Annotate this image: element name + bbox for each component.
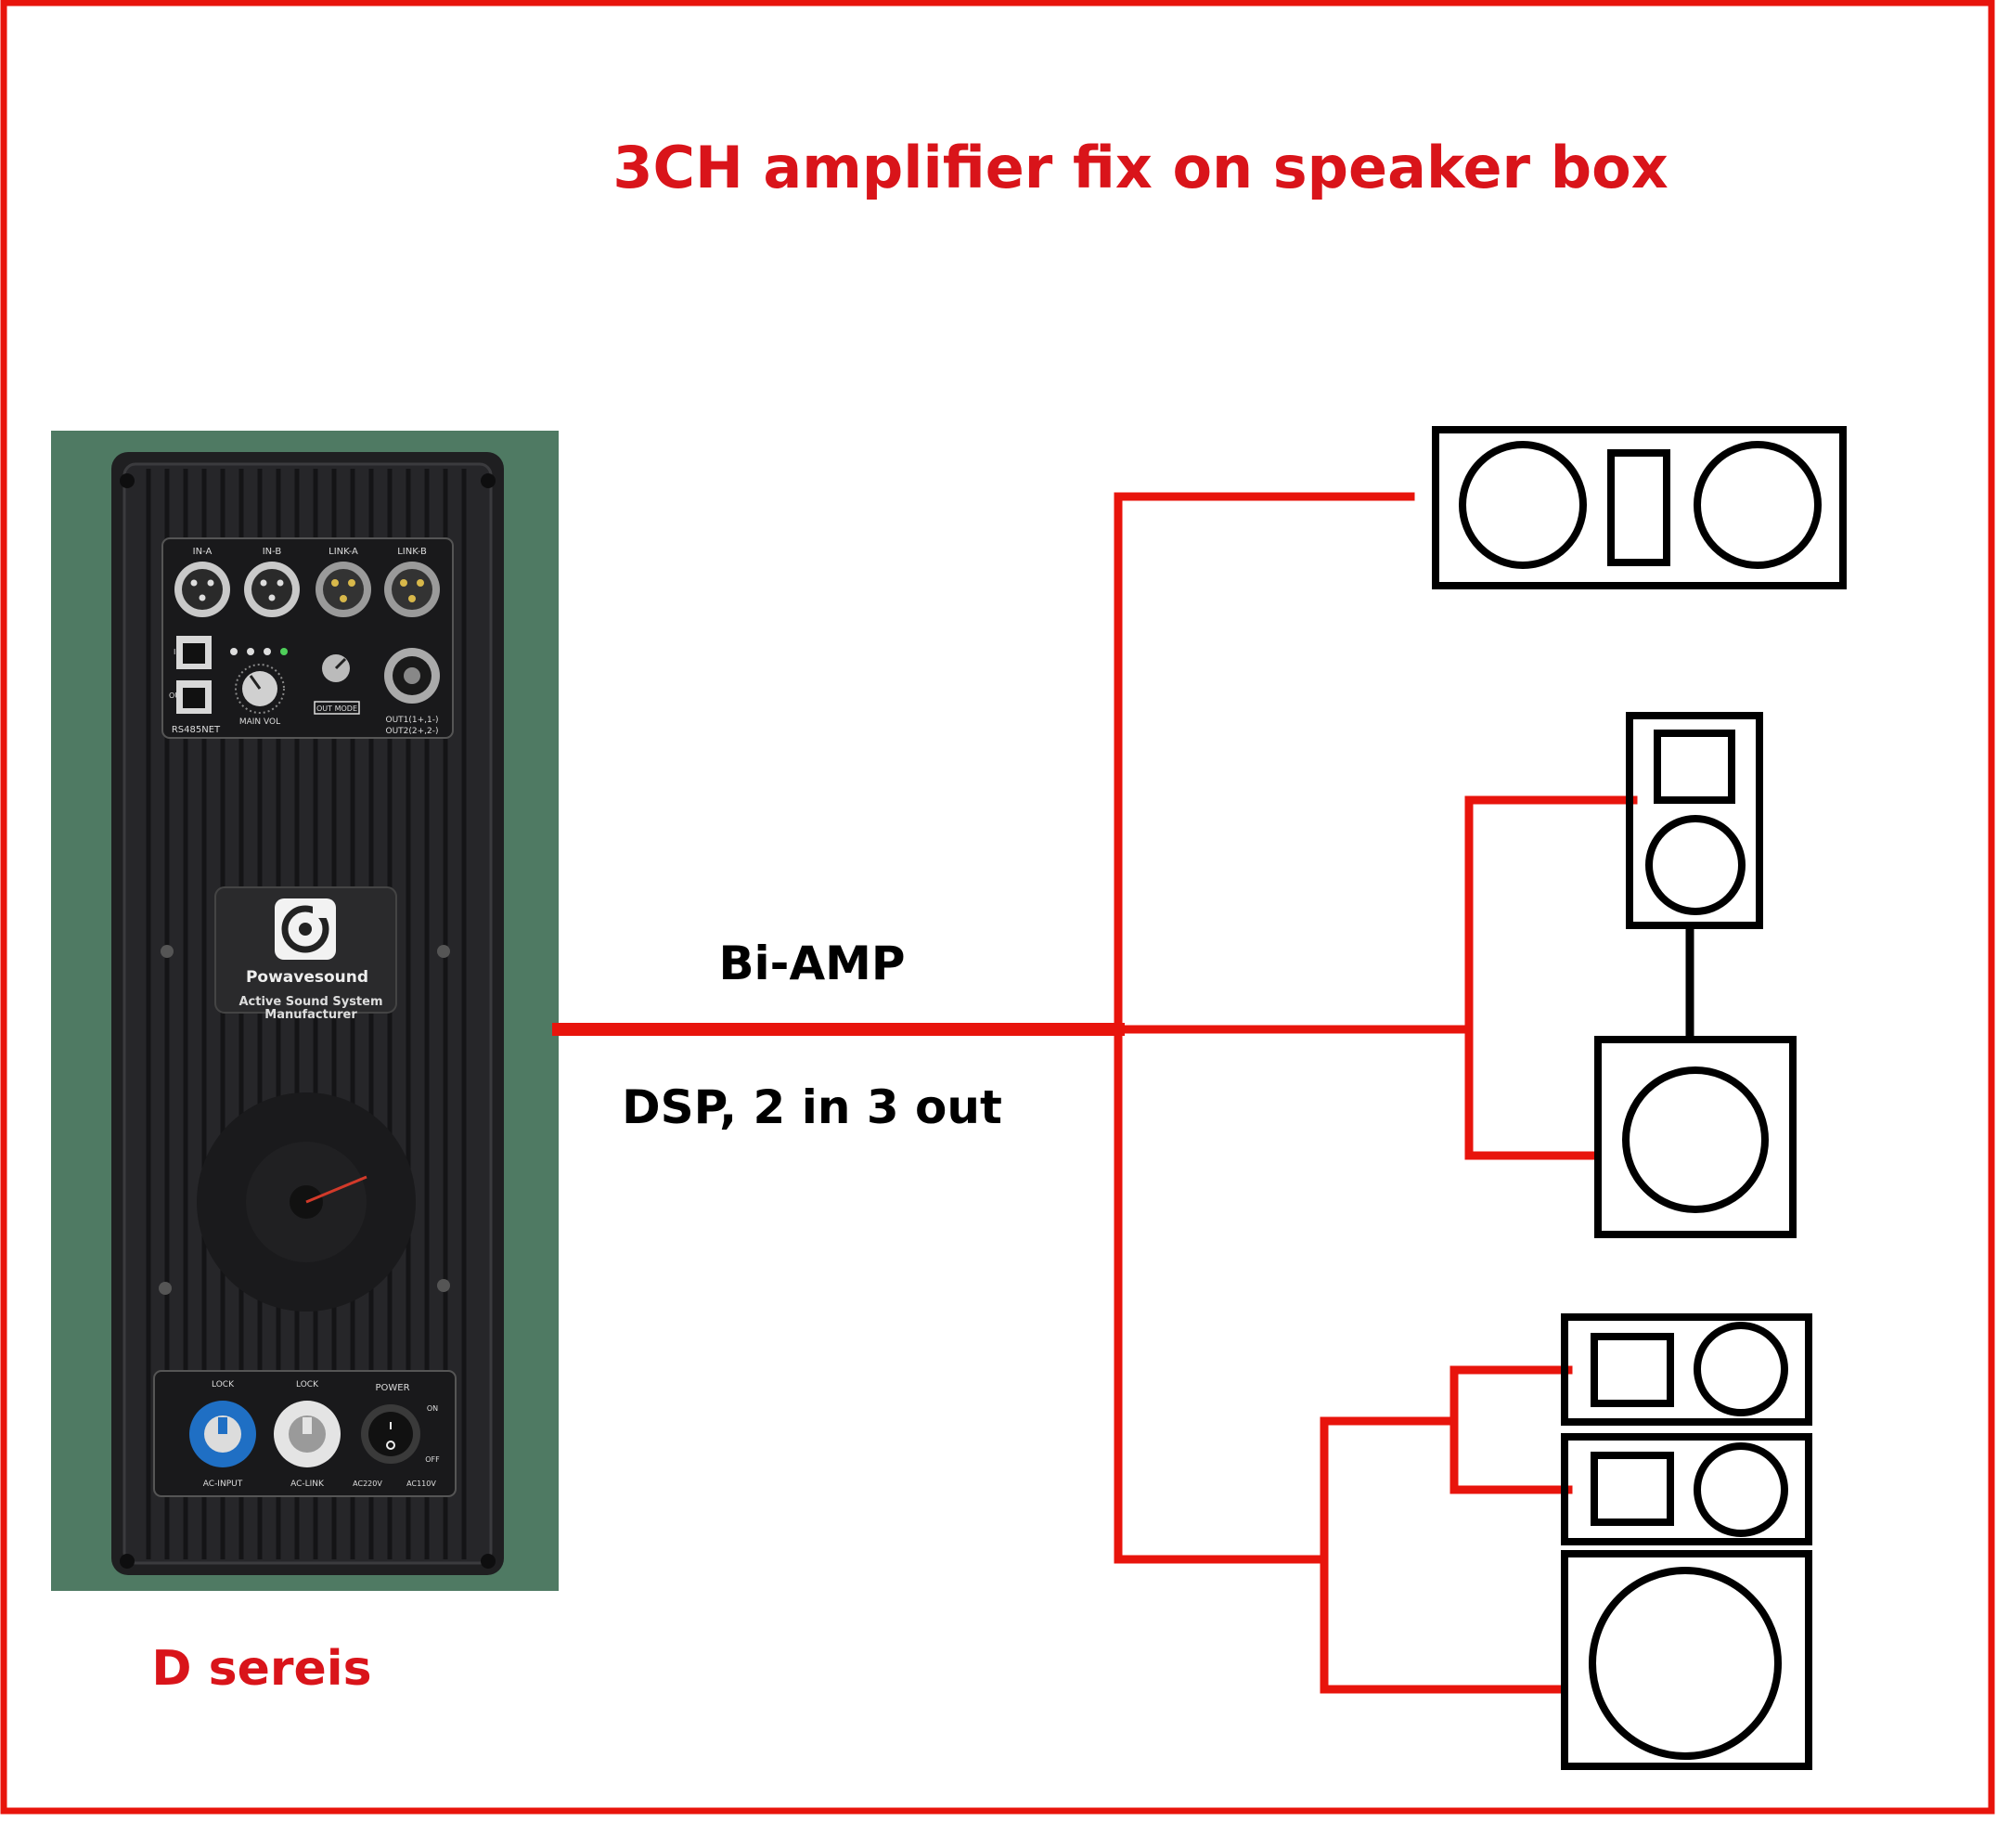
power-label: POWER (375, 1383, 409, 1393)
main-volume-knob-icon (235, 664, 285, 714)
speaker-stack-middle-icon (1561, 1433, 1812, 1545)
screw (437, 1279, 450, 1292)
xlr-link-b-icon (384, 562, 440, 617)
subwoofer-cabinet-icon (1594, 1036, 1797, 1238)
screw (161, 945, 174, 958)
in-a-label: IN-A (193, 547, 213, 557)
main-vol-label: MAIN VOL (239, 717, 280, 727)
speaker-top-cabinet-icon (1626, 712, 1763, 929)
powavesound-logo-icon (275, 898, 336, 960)
led-indicator (230, 648, 238, 655)
led-indicator (247, 648, 254, 655)
led-indicator (280, 648, 288, 655)
rs485-label: RS485NET (172, 725, 221, 735)
speaker-horizontal-two-woofer-icon (1432, 426, 1847, 589)
speakon-label-2: OUT2(2+,2-) (385, 727, 438, 736)
ac220-label: AC220V (353, 1480, 382, 1488)
series-label: D sereis (151, 1641, 371, 1697)
out-mode-selector-icon (322, 654, 350, 682)
speaker-stack-sub-icon (1561, 1550, 1812, 1770)
power-switch-icon (361, 1404, 420, 1464)
xlr-link-a-icon (316, 562, 371, 617)
speakon-output-icon (384, 648, 440, 704)
xlr-in-b-icon (244, 562, 300, 617)
brand-tagline-2: Manufacturer (264, 1008, 357, 1022)
brand-tagline-1: Active Sound System (238, 995, 382, 1009)
mount-hole (481, 1554, 496, 1569)
ac-link-label: AC-LINK (290, 1480, 325, 1489)
ac-input-label: AC-INPUT (203, 1480, 243, 1489)
out-mode-box (314, 701, 360, 715)
amplifier-photo: IN-A IN-B LINK-A LINK-B IN OUT RS485 (51, 431, 559, 1591)
brand-name: Powavesound (246, 968, 368, 987)
cooling-fan-icon (197, 1092, 416, 1312)
lock-label-1: LOCK (212, 1380, 235, 1389)
powercon-input-icon (189, 1401, 256, 1467)
on-label: ON (427, 1404, 438, 1413)
screw (437, 945, 450, 958)
rj45-in-icon (176, 636, 212, 669)
mount-hole (481, 473, 496, 488)
powercon-link-icon (274, 1401, 341, 1467)
xlr-in-a-icon (174, 562, 230, 617)
link-a-label: LINK-A (329, 547, 358, 557)
mount-hole (120, 473, 135, 488)
ac110-label: AC110V (406, 1480, 436, 1488)
link-b-label: LINK-B (397, 547, 427, 557)
page-title: 3CH amplifier fix on speaker box (612, 134, 1668, 201)
mount-hole (120, 1554, 135, 1569)
out-mode-label: OUT MODE (316, 704, 357, 713)
rj45-out-icon (176, 680, 212, 714)
bi-amp-label: Bi-AMP (718, 937, 905, 990)
led-indicator (264, 648, 271, 655)
signal-wires (552, 492, 1638, 1694)
in-b-label: IN-B (263, 547, 282, 557)
lock-label-2: LOCK (296, 1380, 319, 1389)
screw (159, 1282, 172, 1295)
speakon-label-1: OUT1(1+,1-) (385, 716, 438, 725)
off-label: OFF (425, 1455, 440, 1464)
speaker-stack-top-icon (1561, 1313, 1812, 1426)
dsp-label: DSP, 2 in 3 out (622, 1080, 1002, 1134)
